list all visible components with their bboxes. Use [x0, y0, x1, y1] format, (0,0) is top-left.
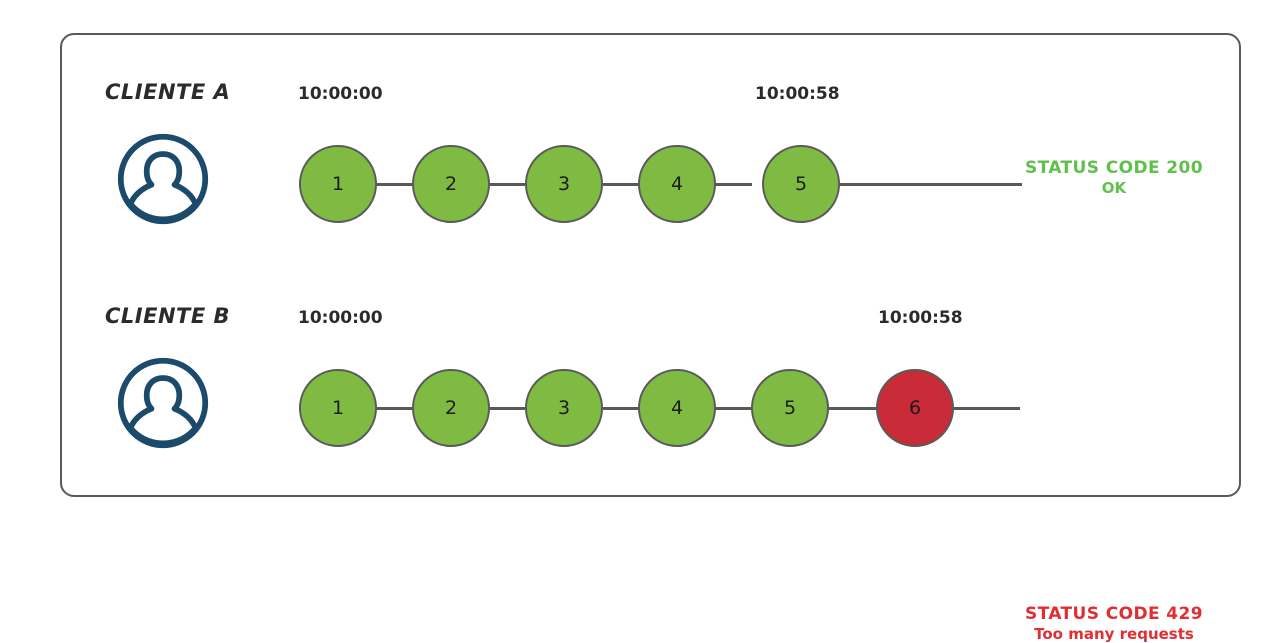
- timestamp-start-a: 10:00:00: [298, 84, 383, 104]
- request-node[interactable]: 2: [412, 145, 490, 223]
- chain-link: [828, 407, 878, 410]
- chain-link: [486, 183, 526, 186]
- request-node-label: 4: [670, 397, 684, 419]
- request-node-label: 5: [783, 397, 797, 419]
- chain-link: [712, 407, 752, 410]
- request-node[interactable]: 3: [525, 369, 603, 447]
- request-node-label: 1: [331, 173, 345, 195]
- request-node[interactable]: 5: [762, 145, 840, 223]
- person-avatar-icon: [115, 355, 211, 451]
- request-node-label: 3: [557, 173, 571, 195]
- chain-link: [486, 407, 526, 410]
- request-node-label: 5: [794, 173, 808, 195]
- request-node-label: 6: [908, 397, 922, 419]
- chain-link-tail: [840, 183, 1022, 186]
- status-code-text: STATUS CODE 429: [1025, 604, 1203, 624]
- timestamp-end-a: 10:00:58: [755, 84, 840, 104]
- status-code-text: STATUS CODE 200: [1025, 158, 1203, 178]
- status-badge-b: STATUS CODE 429 Too many requests: [1025, 604, 1203, 643]
- request-node[interactable]: 5: [751, 369, 829, 447]
- status-detail-text: OK: [1101, 178, 1127, 197]
- status-detail-text: Too many requests: [1034, 624, 1194, 643]
- chain-link-tail: [952, 407, 1020, 410]
- timestamp-end-b: 10:00:58: [878, 308, 963, 328]
- status-badge-a: STATUS CODE 200 OK: [1025, 158, 1203, 197]
- chain-link: [712, 183, 752, 186]
- request-node-blocked[interactable]: 6: [876, 369, 954, 447]
- chain-link: [600, 407, 640, 410]
- person-avatar-icon: [115, 131, 211, 227]
- request-node-label: 2: [444, 397, 458, 419]
- chain-link: [374, 183, 414, 186]
- request-node-label: 2: [444, 173, 458, 195]
- request-node-label: 1: [331, 397, 345, 419]
- request-node[interactable]: 2: [412, 369, 490, 447]
- timestamp-start-b: 10:00:00: [298, 308, 383, 328]
- request-node[interactable]: 1: [299, 369, 377, 447]
- request-node[interactable]: 3: [525, 145, 603, 223]
- request-node[interactable]: 4: [638, 369, 716, 447]
- request-node[interactable]: 1: [299, 145, 377, 223]
- request-node-label: 4: [670, 173, 684, 195]
- client-label-a: CLIENTE A: [105, 80, 231, 104]
- diagram-canvas: CLIENTE A 10:00:00 10:00:58 1 2 3: [60, 33, 1241, 643]
- request-node-label: 3: [557, 397, 571, 419]
- chain-link: [374, 407, 414, 410]
- request-node[interactable]: 4: [638, 145, 716, 223]
- client-label-b: CLIENTE B: [105, 304, 231, 328]
- chain-link: [600, 183, 640, 186]
